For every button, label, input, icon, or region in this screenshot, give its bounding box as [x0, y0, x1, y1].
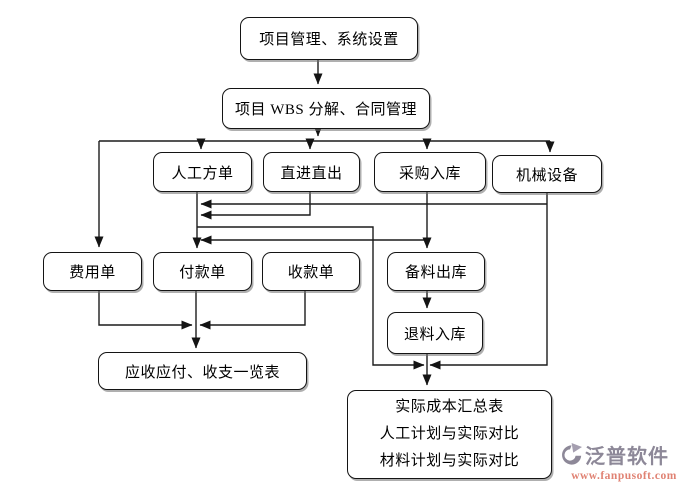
edge-paymentline-to-costjunction: [197, 226, 425, 370]
node-material-outbound: 备料出库: [387, 252, 485, 291]
watermark: 泛普软件 www.fanpusoft.com: [558, 440, 690, 482]
node-label: 应收应付、收支一览表: [124, 364, 280, 381]
edge-expense-to-join: [98, 288, 193, 330]
watermark-brand: 泛普软件: [585, 446, 669, 468]
node-label: 付款单: [179, 265, 226, 281]
node-label: 收款单: [287, 265, 335, 281]
node-label: 项目管理、系统设置: [259, 32, 399, 48]
node-labor-order: 人工方单: [153, 152, 252, 192]
edge-receipt-to-join: [199, 288, 306, 330]
edge-machinery-to-costjunction: [429, 191, 548, 370]
node-label: 退料入库: [403, 326, 466, 343]
node-ar-ap-summary: 应收应付、收支一览表: [98, 352, 307, 390]
node-payment-bill: 付款单: [153, 252, 252, 291]
node-label: 直进直出: [280, 165, 343, 182]
node-wbs-contract: 项目 WBS 分解、合同管理: [222, 88, 430, 129]
node-label: 人工方单: [171, 165, 234, 182]
node-receipt-bill: 收款单: [262, 252, 360, 291]
node-label-line2: 人工计划与实际对比: [379, 426, 520, 442]
node-cost-summary: 实际成本汇总表 人工计划与实际对比 材料计划与实际对比: [347, 390, 552, 479]
node-label: 项目 WBS 分解、合同管理: [234, 102, 417, 118]
node-label: 费用单: [69, 265, 116, 281]
fanpu-logo-icon: [562, 442, 582, 465]
node-label: 备料出库: [404, 265, 467, 281]
node-machinery-equipment: 机械设备: [492, 155, 602, 193]
node-expense-bill: 费用单: [43, 252, 142, 291]
node-label: 采购入库: [398, 165, 461, 182]
node-label-line1: 实际成本汇总表: [395, 399, 504, 415]
node-project-management: 项目管理、系统设置: [240, 17, 418, 60]
node-direct-in-out: 直进直出: [263, 152, 360, 192]
node-material-return: 退料入库: [387, 312, 483, 354]
node-label-line3: 材料计划与实际对比: [379, 453, 520, 469]
node-label: 机械设备: [515, 167, 578, 184]
edge-direct-to-paymentline: [200, 190, 311, 220]
node-purchase-inbound: 采购入库: [374, 152, 486, 192]
watermark-url: www.fanpusoft.com: [571, 470, 677, 482]
